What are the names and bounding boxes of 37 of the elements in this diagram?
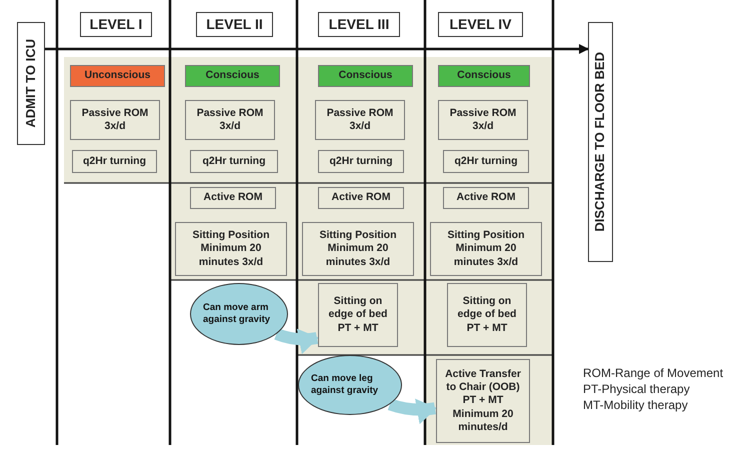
activity-box: Sitting Position Minimum 20 minutes 3x/d xyxy=(302,222,414,276)
condition-ellipse: Can move arm against gravity xyxy=(190,283,288,345)
activity-box: Passive ROM 3x/d xyxy=(70,100,160,140)
activity-box: Sitting on edge of bed PT + MT xyxy=(447,283,527,347)
activity-box: Active ROM xyxy=(190,187,276,209)
heading-text: ADMIT TO ICU xyxy=(22,39,39,128)
heading-box: LEVEL III xyxy=(318,12,400,37)
activity-box: Passive ROM 3x/d xyxy=(185,100,275,140)
abbreviation-note: MT-Mobility therapy xyxy=(583,398,688,412)
heading-box: LEVEL I xyxy=(80,12,152,37)
heading-box: LEVEL II xyxy=(196,12,273,37)
activity-box: Passive ROM 3x/d xyxy=(438,100,528,140)
arrow xyxy=(45,44,589,54)
heading-box: LEVEL IV xyxy=(438,12,523,37)
condition-ellipse: Can move leg against gravity xyxy=(298,355,402,415)
heading-box xyxy=(17,22,45,145)
activity-box: Active ROM xyxy=(318,187,404,209)
activity-box: Sitting Position Minimum 20 minutes 3x/d xyxy=(430,222,542,276)
activity-box: q2Hr turning xyxy=(72,150,157,173)
status-box: Conscious xyxy=(438,65,530,87)
status-box: Conscious xyxy=(318,65,413,87)
activity-box: Sitting Position Minimum 20 minutes 3x/d xyxy=(175,222,287,276)
activity-box: q2Hr turning xyxy=(318,150,404,173)
abbreviation-note: PT-Physical therapy xyxy=(583,382,690,396)
status-box: Conscious xyxy=(185,65,280,87)
activity-box: Sitting on edge of bed PT + MT xyxy=(318,283,398,347)
abbreviation-note: ROM-Range of Movement xyxy=(583,366,724,380)
activity-box: Active ROM xyxy=(443,187,529,209)
heading-text: DISCHARGE TO FLOOR BED xyxy=(592,52,608,232)
block-arrow xyxy=(274,328,319,354)
activity-box: q2Hr turning xyxy=(190,150,278,173)
block-arrow xyxy=(388,398,437,424)
heading-box xyxy=(588,22,613,262)
activity-box: Passive ROM 3x/d xyxy=(315,100,405,140)
activity-box: q2Hr turning xyxy=(443,150,529,173)
activity-box: Active Transfer to Chair (OOB) PT + MT Minimum 20 minutes/d xyxy=(436,359,530,443)
status-box: Unconscious xyxy=(70,65,165,87)
